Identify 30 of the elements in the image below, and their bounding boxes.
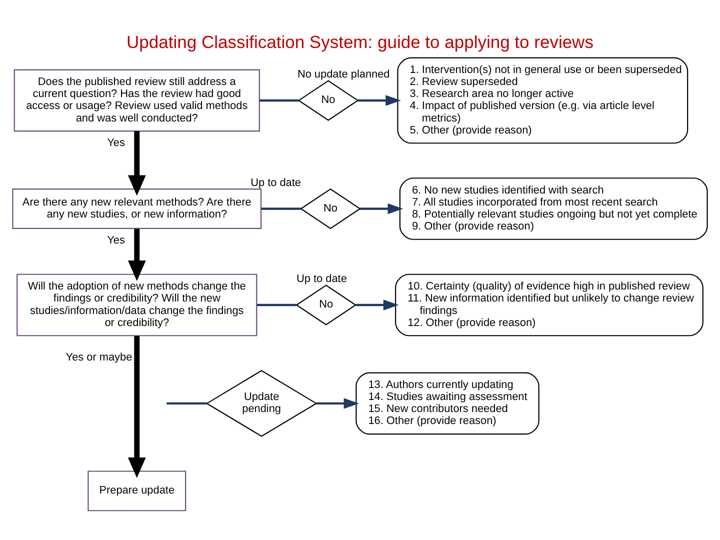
node-box: Does the published review still address a current question? Has the review had good access or usage? Review used valid methods and was well conducted? — [14, 69, 260, 132]
edge-label: Yes or maybe — [66, 352, 132, 364]
edge-label: Yes — [107, 234, 125, 247]
connector — [256, 304, 296, 306]
connector — [260, 99, 299, 102]
node-box: 10. Certainty (quality) of evidence high in published review 11. New information identified but unlikely to change review findings 12. Other (provide reason) — [395, 274, 704, 336]
arrow — [128, 131, 146, 196]
node-box: Are there any new relevant methods? Are there any new studies, or new information? — [12, 188, 262, 229]
node-diamond: No — [296, 284, 357, 326]
connector — [261, 208, 301, 210]
node-box: Prepare update — [88, 470, 186, 512]
arrow — [128, 336, 146, 478]
connector — [168, 402, 207, 405]
arrow — [358, 95, 401, 106]
node-box: Will the adoption of new methods change the findings or credibility? Will the new studies/information/data change the findings or credibility? — [16, 274, 258, 336]
node-label: No update planned — [297, 68, 390, 80]
arrow — [128, 228, 146, 281]
arrow — [360, 203, 404, 214]
diagram-title: Updating Classification System: guide to applying to reviews — [126, 32, 594, 52]
node-box: 13. Authors currently updating 14. Studies awaiting assessment 15. New contributors needed 16. Other (provide reason) — [356, 372, 540, 435]
arrow — [356, 300, 399, 310]
node-box: 6. No new studies identified with search 7. All studies incorporated from most recent search 8. Potentially relevant studies ongoing but not yet complete 9. Other (provide reason) — [399, 178, 708, 240]
node-label: Up to date — [296, 273, 347, 286]
node-diamond: No — [300, 188, 361, 230]
node-box: 1. Intervention(s) not in general use or been superseded 2. Review superseded 3. Research area no longer active 4. Impact of published version (e.g. via article level metrics) 5. Other (provide reason) — [397, 57, 688, 144]
arrow — [316, 398, 360, 409]
node-diamond: No — [298, 80, 359, 121]
node-diamond: Update pending — [206, 370, 318, 437]
edge-label: Yes — [107, 136, 125, 149]
node-label: Up to date — [250, 176, 301, 189]
